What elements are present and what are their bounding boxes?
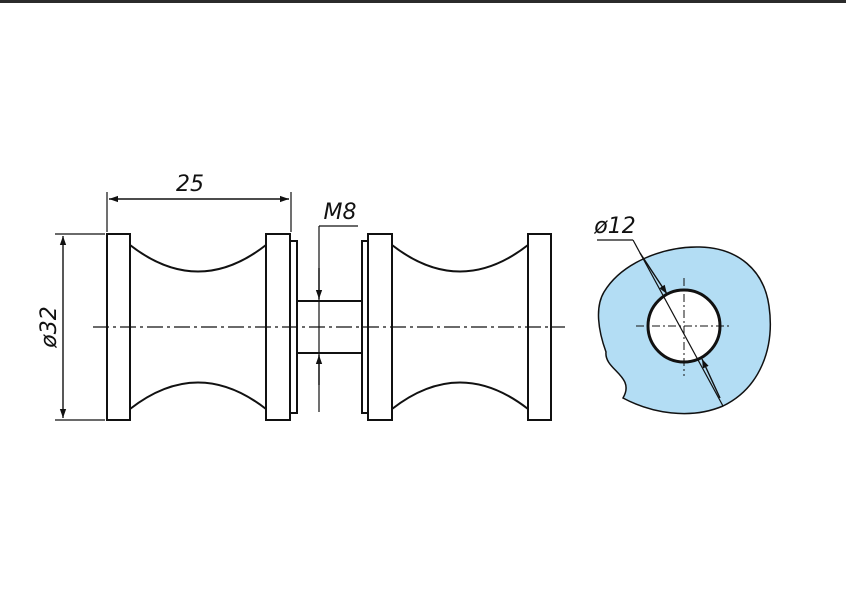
- threaded-rod: [297, 300, 362, 354]
- length-dimension: 25: [106, 172, 292, 232]
- left-knob-body: [129, 244, 267, 410]
- diameter-dimension: ø32: [37, 233, 105, 421]
- thread-dimension: M8: [315, 200, 358, 412]
- thread-dimension-label: M8: [324, 200, 357, 225]
- hole-diameter-label: ø12: [593, 214, 635, 239]
- top-border-bar: [0, 0, 846, 3]
- length-dimension-label: 25: [176, 172, 204, 197]
- hole-arrow-bottom: [701, 358, 721, 399]
- glass-section: ø12: [593, 214, 771, 415]
- right-knob-body: [391, 244, 529, 410]
- hole-diameter-line: [632, 239, 724, 407]
- diameter-dimension-label: ø32: [37, 306, 62, 348]
- hole-arrow-top: [639, 252, 668, 295]
